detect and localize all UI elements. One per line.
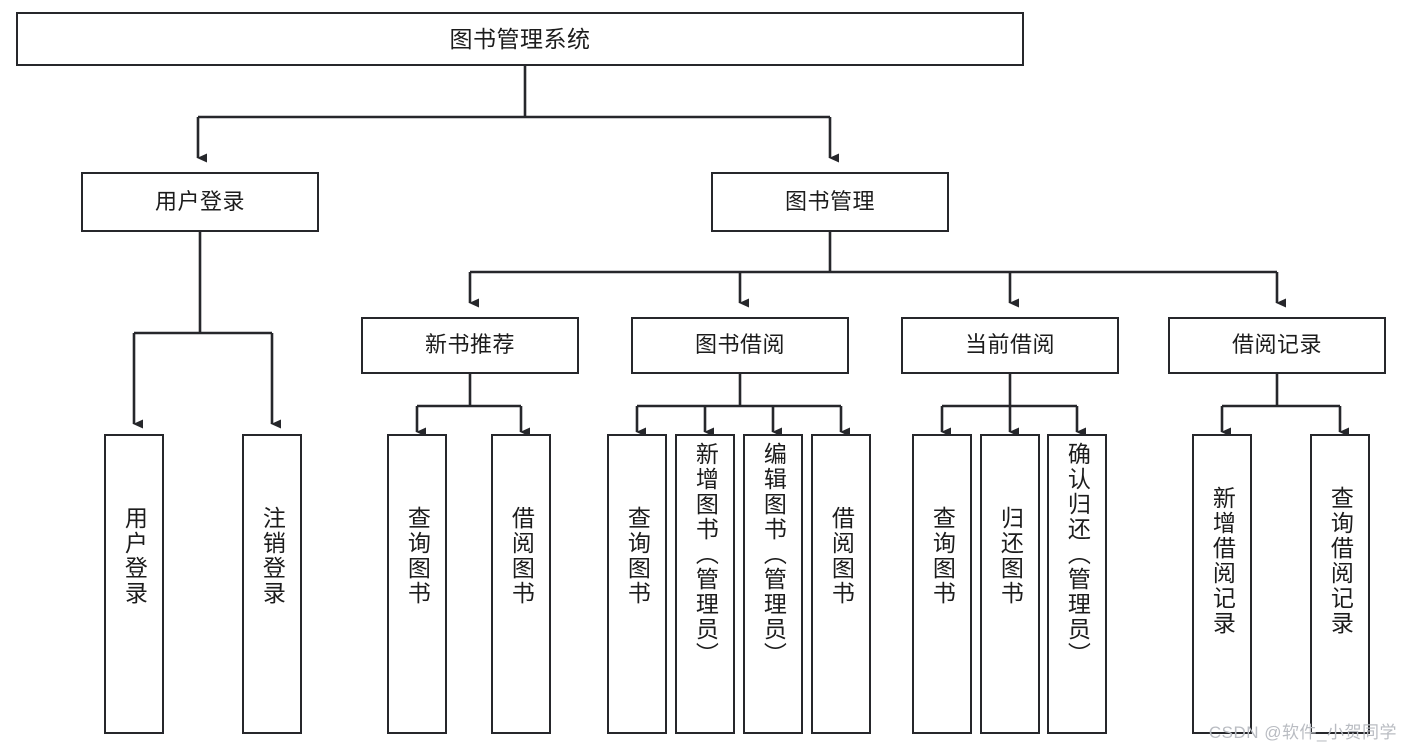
node-leaf-query-book-3[interactable]: 查询图书 [912,434,972,734]
node-leaf-confirm-return[interactable]: 确认归还（管理员） [1047,434,1107,734]
node-label: 查询图书 [404,506,431,606]
node-book-manage[interactable]: 图书管理 [711,172,949,232]
node-leaf-query-record[interactable]: 查询借阅记录 [1310,434,1370,734]
node-leaf-borrow-book-1[interactable]: 借阅图书 [491,434,551,734]
node-leaf-add-book[interactable]: 新增图书（管理员） [675,434,735,734]
node-label: 注销登录 [259,506,286,606]
node-label: 查询借阅记录 [1327,486,1354,636]
node-leaf-logout[interactable]: 注销登录 [242,434,302,734]
node-label: 借阅图书 [828,506,855,606]
node-leaf-return-book[interactable]: 归还图书 [980,434,1040,734]
node-label: 归还图书 [997,506,1024,606]
node-new-book-recommend[interactable]: 新书推荐 [361,317,579,374]
node-root-book-management-system[interactable]: 图书管理系统 [16,12,1024,66]
node-user-login[interactable]: 用户登录 [81,172,319,232]
node-label: 用户登录 [154,188,245,214]
node-leaf-user-login[interactable]: 用户登录 [104,434,164,734]
node-label: 查询图书 [929,506,956,606]
node-leaf-query-book-2[interactable]: 查询图书 [607,434,667,734]
node-book-borrow[interactable]: 图书借阅 [631,317,849,374]
node-label: 新增借阅记录 [1209,486,1236,636]
node-label: 确认归还（管理员） [1064,442,1091,667]
node-leaf-add-record[interactable]: 新增借阅记录 [1192,434,1252,734]
node-label: 新增图书（管理员） [692,442,719,667]
node-label: 借阅图书 [508,506,535,606]
node-label: 用户登录 [121,506,148,606]
node-label: 新书推荐 [424,332,515,358]
node-leaf-borrow-book-2[interactable]: 借阅图书 [811,434,871,734]
node-label: 图书管理 [784,188,875,214]
node-borrow-record[interactable]: 借阅记录 [1168,317,1386,374]
node-leaf-edit-book[interactable]: 编辑图书（管理员） [743,434,803,734]
node-label: 图书借阅 [694,332,785,358]
node-label: 编辑图书（管理员） [760,442,787,667]
node-label: 查询图书 [624,506,651,606]
node-current-borrow[interactable]: 当前借阅 [901,317,1119,374]
node-label: 当前借阅 [964,332,1055,358]
node-leaf-query-book-1[interactable]: 查询图书 [387,434,447,734]
node-label: 图书管理系统 [449,25,591,52]
node-label: 借阅记录 [1231,332,1322,358]
